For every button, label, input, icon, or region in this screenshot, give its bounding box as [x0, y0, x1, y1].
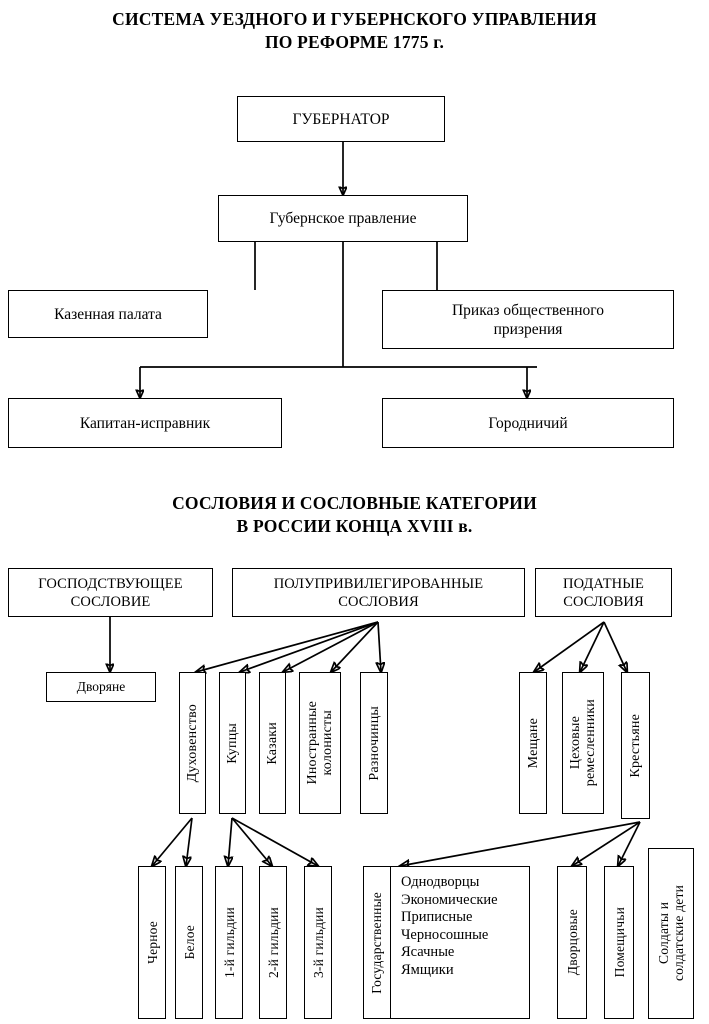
box-guild-1-label: 1-й гильдии [221, 906, 237, 979]
box-state-peasants[interactable]: Государственные Однодворцы Экономические… [363, 866, 530, 1019]
list-item: Экономические [401, 891, 498, 908]
box-governor[interactable]: ГУБЕРНАТОР [237, 96, 445, 142]
box-merchants-label: Купцы [225, 722, 240, 764]
box-cossacks-label: Казаки [265, 721, 280, 765]
list-item: Приписные [401, 909, 473, 925]
box-black-clergy[interactable]: Черное [138, 866, 166, 1019]
box-clergy[interactable]: Духовенство [179, 672, 206, 814]
box-taxed-estates[interactable]: ПОДАТНЫЕ СОСЛОВИЯ [535, 568, 672, 617]
box-clergy-label: Духовенство [185, 703, 200, 783]
box-ruling-estate[interactable]: ГОСПОДСТВУЮЩЕЕ СОСЛОВИЕ [8, 568, 213, 617]
box-foreign-colonists[interactable]: Иностранные колонисты [299, 672, 341, 814]
box-black-clergy-label: Черное [144, 921, 160, 964]
state-peasants-list: Однодворцы Экономические Приписные Черно… [391, 867, 529, 1018]
box-white-clergy[interactable]: Белое [175, 866, 203, 1019]
list-item: Однодворцы [401, 874, 480, 890]
box-semi-privileged-estates[interactable]: ПОЛУПРИВИЛЕГИРОВАННЫЕ СОСЛОВИЯ [232, 568, 525, 617]
box-soldiers-and-children[interactable]: Солдаты и солдатские дети [648, 848, 694, 1019]
page-title-administration: СИСТЕМА УЕЗДНОГО И ГУБЕРНСКОГО УПРАВЛЕНИ… [112, 9, 597, 52]
box-meshchane[interactable]: Мещане [519, 672, 547, 814]
box-public-charity-order[interactable]: Приказ общественного призрения [382, 290, 674, 349]
box-meshchane-label: Мещане [525, 717, 541, 769]
box-provincial-board[interactable]: Губернское правление [218, 195, 468, 242]
box-captain-ispravnik[interactable]: Капитан-исправник [8, 398, 282, 448]
box-guild-craftsmen-label: Цеховые ремесленники [568, 699, 598, 787]
box-peasants-label: Крестьяне [628, 713, 643, 778]
box-gorodnichy[interactable]: Городничий [382, 398, 674, 448]
box-palace-peasants-label: Дворцовые [564, 909, 580, 976]
box-palace-peasants[interactable]: Дворцовые [557, 866, 587, 1019]
box-white-clergy-label: Белое [181, 925, 197, 960]
box-guild-craftsmen[interactable]: Цеховые ремесленники [562, 672, 604, 814]
box-cossacks[interactable]: Казаки [259, 672, 286, 814]
list-item: Ясачные [401, 944, 455, 960]
box-guild-3[interactable]: 3-й гильдии [304, 866, 332, 1019]
box-landlord-peasants[interactable]: Помещичьи [604, 866, 634, 1019]
list-item: Ямщики [401, 961, 454, 978]
box-soldiers-and-children-label: Солдаты и солдатские дети [656, 885, 686, 982]
box-state-peasants-label: Государственные [369, 891, 384, 994]
box-foreign-colonists-label: Иностранные колонисты [305, 701, 335, 785]
box-guild-3-label: 3-й гильдии [310, 906, 326, 979]
box-treasury-chamber[interactable]: Казенная палата [8, 290, 208, 338]
list-item: Черносошные [401, 926, 489, 943]
box-merchants[interactable]: Купцы [219, 672, 246, 814]
box-state-peasants-label-strip: Государственные [364, 867, 391, 1018]
box-peasants[interactable]: Крестьяне [621, 672, 650, 819]
box-raznochintsy[interactable]: Разночинцы [360, 672, 388, 814]
box-nobility[interactable]: Дворяне [46, 672, 156, 702]
box-guild-2-label: 2-й гильдии [265, 906, 281, 979]
box-raznochintsy-label: Разночинцы [366, 705, 382, 781]
box-guild-2[interactable]: 2-й гильдии [259, 866, 287, 1019]
page-title-estates: СОСЛОВИЯ И СОСЛОВНЫЕ КАТЕГОРИИ В РОССИИ … [172, 493, 537, 536]
box-landlord-peasants-label: Помещичьи [611, 907, 627, 978]
box-guild-1[interactable]: 1-й гильдии [215, 866, 243, 1019]
